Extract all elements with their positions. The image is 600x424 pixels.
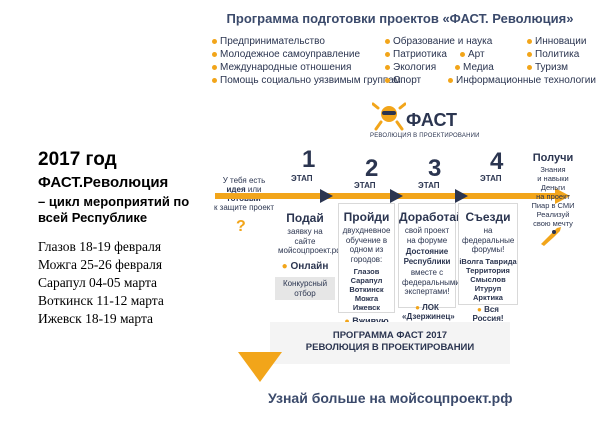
- topic-item: Патриотика: [385, 49, 447, 60]
- banner-line: РЕВОЛЮЦИЯ В ПРОЕКТИРОВАНИИ: [305, 342, 475, 353]
- intro-line: идея: [226, 185, 246, 194]
- pin-icon: ●: [477, 304, 482, 314]
- topic-item: Предпринимательство: [212, 36, 325, 47]
- result-item: Деньги: [540, 183, 566, 192]
- stage-mode-text: Вся Россия!: [472, 304, 504, 324]
- stage-card-apply: Подай заявку на сайте мойсоцпроект.рф ● …: [275, 205, 343, 300]
- logo-tagline: РЕВОЛЮЦИЯ В ПРОЕКТИРОВАНИИ: [370, 133, 480, 139]
- pin-icon: ●: [344, 316, 350, 326]
- stage-card-forum: Доработай свой проект на форуме Достояни…: [398, 203, 464, 321]
- brand-heading: ФАСТ.Революция – цикл мероприятий по все…: [38, 174, 198, 226]
- stage-number: 4: [490, 148, 504, 175]
- online-icon: ●: [281, 260, 288, 272]
- stage-label: ЭТАП: [418, 181, 440, 190]
- forum-line: iВолга Таврида: [459, 256, 517, 266]
- stage-mode-text: ЛОК «Дзержинец»: [402, 302, 455, 322]
- topic-item: Медиа: [455, 62, 494, 73]
- result-item: Знания: [540, 165, 566, 174]
- stage-mode-text: Вживую: [352, 316, 389, 326]
- stage-text: свой проект на форуме: [404, 226, 450, 245]
- stage-label: ЭТАП: [291, 174, 313, 183]
- forum-line: Итуруп: [474, 283, 502, 293]
- topic-item: Образование и наука: [385, 36, 492, 47]
- event-item: Сарапул 04-05 марта: [38, 275, 157, 290]
- stage-arrow-band: [215, 188, 570, 204]
- result-item: и навыки: [537, 174, 569, 183]
- stage-text: двухдневное обучение в одном из городов:: [342, 226, 391, 264]
- result-item: Пиар в СМИ: [531, 201, 575, 210]
- forum-line: Арктика: [473, 292, 503, 302]
- intro-line: или: [247, 185, 262, 194]
- pin-icon: ●: [415, 302, 420, 312]
- stage-number: 2: [365, 155, 379, 182]
- topic-item: Арт: [460, 49, 485, 60]
- stage-text: заявку на сайте мойсоцпроект.рф: [278, 227, 343, 255]
- intro-line: к защите проект: [213, 203, 275, 212]
- brand-name: ФАСТ.Революция: [38, 174, 169, 191]
- stage-text: вместе с федеральными экспертами!: [402, 268, 460, 296]
- stage-text: Достояние Республики: [403, 247, 451, 266]
- result-item: свою мечту: [533, 219, 573, 228]
- topic-item: Помощь социально уязвимым группам: [212, 75, 401, 86]
- stage-text: на федеральные форумы!: [462, 226, 515, 254]
- stage-number: 3: [428, 155, 442, 182]
- program-title: Программа подготовки проектов «ФАСТ. Рев…: [226, 11, 574, 26]
- event-item: Можга 25-26 февраля: [38, 257, 163, 272]
- event-list: Глазов 18-19 февраля Можга 25-26 февраля…: [38, 238, 208, 328]
- stage-label: ЭТАП: [354, 181, 376, 190]
- stage-label: ЭТАП: [480, 174, 502, 183]
- brand-subtitle: – цикл мероприятий по всей Республике: [38, 194, 190, 225]
- forum-line: Территория: [466, 265, 510, 275]
- banner-arrow: [238, 352, 282, 382]
- topic-item: Спорт: [385, 75, 421, 86]
- site-link[interactable]: Узнай больше на мойсоцпроект.рф: [268, 390, 513, 406]
- stage-heading: Пройди: [343, 210, 390, 224]
- result-item: Реализуй: [536, 210, 570, 219]
- topic-item: Туризм: [527, 62, 568, 73]
- stage-card-training: Пройди двухдневное обучение в одном из г…: [338, 203, 395, 326]
- forum-line: Смыслов: [470, 274, 506, 284]
- question-mark: ?: [236, 218, 246, 235]
- logo-name: ФАСТ: [406, 110, 458, 130]
- result-item: на проект: [536, 192, 570, 201]
- stage-mode: ● Онлайн: [275, 260, 335, 272]
- rocket-icon: [541, 227, 561, 246]
- stage-heading: Доработай: [399, 210, 464, 224]
- city-line: Глазов Сарапул: [350, 267, 383, 285]
- event-item: Воткинск 11-12 марта: [38, 293, 164, 308]
- stage-mode: ● Вся Россия!: [459, 305, 517, 324]
- stage-card-federal: Съезди на федеральные форумы! iВолга Тав…: [458, 203, 518, 323]
- result-heading: Получи: [532, 152, 574, 164]
- stage-heading: Подай: [286, 211, 324, 225]
- intro-line: У тебя есть: [222, 176, 266, 185]
- program-banner: ПРОГРАММА ФАСТ 2017 РЕВОЛЮЦИЯ В ПРОЕКТИР…: [300, 330, 480, 354]
- event-item: Глазов 18-19 февраля: [38, 239, 162, 254]
- topic-item: Инновации: [527, 36, 586, 47]
- stage-mode-text: Онлайн: [290, 260, 329, 272]
- topic-item: Экология: [385, 62, 436, 73]
- year-heading: 2017 год: [38, 149, 117, 170]
- topic-item: Молодежное самоуправление: [212, 49, 360, 60]
- city-line: Ижевск: [352, 303, 381, 312]
- event-item: Ижевск 18-19 марта: [38, 311, 154, 326]
- topic-item: Международные отношения: [212, 62, 351, 73]
- topic-item: Политика: [527, 49, 579, 60]
- stage-mode: ● ЛОК «Дзержинец»: [399, 303, 455, 322]
- banner-line: ПРОГРАММА ФАСТ 2017: [332, 330, 448, 341]
- stage-number: 1: [302, 146, 316, 173]
- stage-note: Конкурсный отбор: [275, 277, 335, 300]
- stage-heading: Съезди: [465, 210, 511, 224]
- topic-item: Информационные технологии: [448, 75, 596, 86]
- result-block: Получи Знания и навыки Деньги на проект …: [522, 152, 584, 228]
- banner-background: [270, 322, 510, 364]
- fast-mascot-icon: [372, 102, 406, 131]
- city-line: Воткинск Можга: [349, 285, 384, 303]
- result-list: Знания и навыки Деньги на проект Пиар в …: [522, 165, 584, 228]
- stage-mode: ● Вживую: [339, 316, 394, 327]
